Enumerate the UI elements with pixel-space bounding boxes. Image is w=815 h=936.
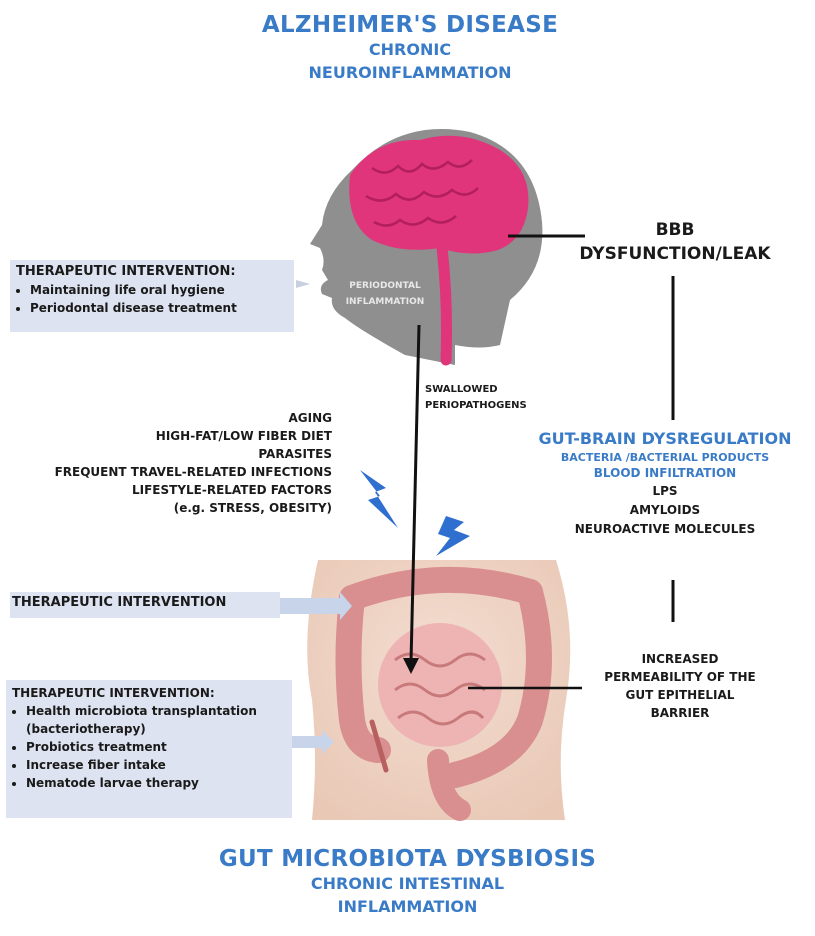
head-illustration [310,129,542,365]
permeability-line1: INCREASED [580,650,780,668]
gut-brain-line1: BACTERIA /BACTERIAL PRODUCTS [520,450,810,465]
bbb-label: BBB DYSFUNCTION/LEAK [560,218,790,266]
gut-brain-title: GUT-BRAIN DYSREGULATION [520,428,810,450]
disease-title: ALZHEIMER'S DISEASE [240,12,580,38]
periodontal-label: PERIODONTAL INFLAMMATION [330,278,440,310]
risk-factor-item: (e.g. STRESS, OBESITY) [10,499,332,517]
gut-panel-item: Health microbiota transplantation (bacte… [26,702,286,738]
middle-therapeutic-panel: THERAPEUTIC INTERVENTION [10,592,280,618]
bbb-line1: BBB [560,218,790,242]
gut-brain-item: NEUROACTIVE MOLECULES [520,520,810,539]
risk-factors-list: AGING HIGH-FAT/LOW FIBER DIET PARASITES … [10,409,332,517]
bottom-heading: GUT MICROBIOTA DYSBIOSIS CHRONIC INTESTI… [180,846,635,918]
periodontal-line2: INFLAMMATION [330,294,440,310]
gut-brain-item: LPS [520,482,810,501]
gut-brain-line2: BLOOD INFILTRATION [520,465,810,482]
permeability-label: INCREASED PERMEABILITY OF THE GUT EPITHE… [580,650,780,722]
lightning-bolt-icon [360,470,398,528]
swallowed-line1: SWALLOWED [425,382,565,398]
risk-factor-item: LIFESTYLE-RELATED FACTORS [10,481,332,499]
oral-panel-pointer [296,280,310,288]
risk-factor-item: AGING [10,409,332,427]
gut-panel-item: Increase fiber intake [26,756,286,774]
risk-factor-item: HIGH-FAT/LOW FIBER DIET [10,427,332,445]
periodontal-line1: PERIODONTAL [330,278,440,294]
brain-illustration [349,136,528,254]
oral-panel-header: THERAPEUTIC INTERVENTION: [16,264,288,279]
dysbiosis-title: GUT MICROBIOTA DYSBIOSIS [180,846,635,872]
lightning-bolt-icon [436,516,470,556]
gut-panel-item: Probiotics treatment [26,738,286,756]
gut-brain-item: AMYLOIDS [520,501,810,520]
disease-subtitle-line1: CHRONIC [240,38,580,61]
disease-subtitle-line2: NEUROINFLAMMATION [240,61,580,84]
permeability-line3: GUT EPITHELIAL [580,686,780,704]
gut-brain-block: GUT-BRAIN DYSREGULATION BACTERIA /BACTER… [520,428,810,539]
gut-therapeutic-panel: THERAPEUTIC INTERVENTION: Health microbi… [6,680,292,818]
oral-therapeutic-panel: THERAPEUTIC INTERVENTION: Maintaining li… [10,260,294,332]
swallowed-label: SWALLOWED PERIOPATHOGENS [425,382,565,414]
swallowed-line2: PERIOPATHOGENS [425,398,565,414]
permeability-line4: BARRIER [580,704,780,722]
permeability-line2: PERMEABILITY OF THE [580,668,780,686]
middle-panel-header: THERAPEUTIC INTERVENTION [12,595,278,610]
brainstem-illustration [442,248,447,360]
oral-panel-item: Maintaining life oral hygiene [30,281,288,299]
bbb-line2: DYSFUNCTION/LEAK [560,242,790,266]
oral-panel-item: Periodontal disease treatment [30,299,288,317]
dysbiosis-subtitle-line1: CHRONIC INTESTINAL [180,872,635,895]
dysbiosis-subtitle-line2: INFLAMMATION [180,895,635,918]
gut-panel-header: THERAPEUTIC INTERVENTION: [12,686,286,700]
top-heading: ALZHEIMER'S DISEASE CHRONIC NEUROINFLAMM… [240,12,580,84]
risk-factor-item: PARASITES [10,445,332,463]
risk-factor-item: FREQUENT TRAVEL-RELATED INFECTIONS [10,463,332,481]
gut-panel-item: Nematode larvae therapy [26,774,286,792]
